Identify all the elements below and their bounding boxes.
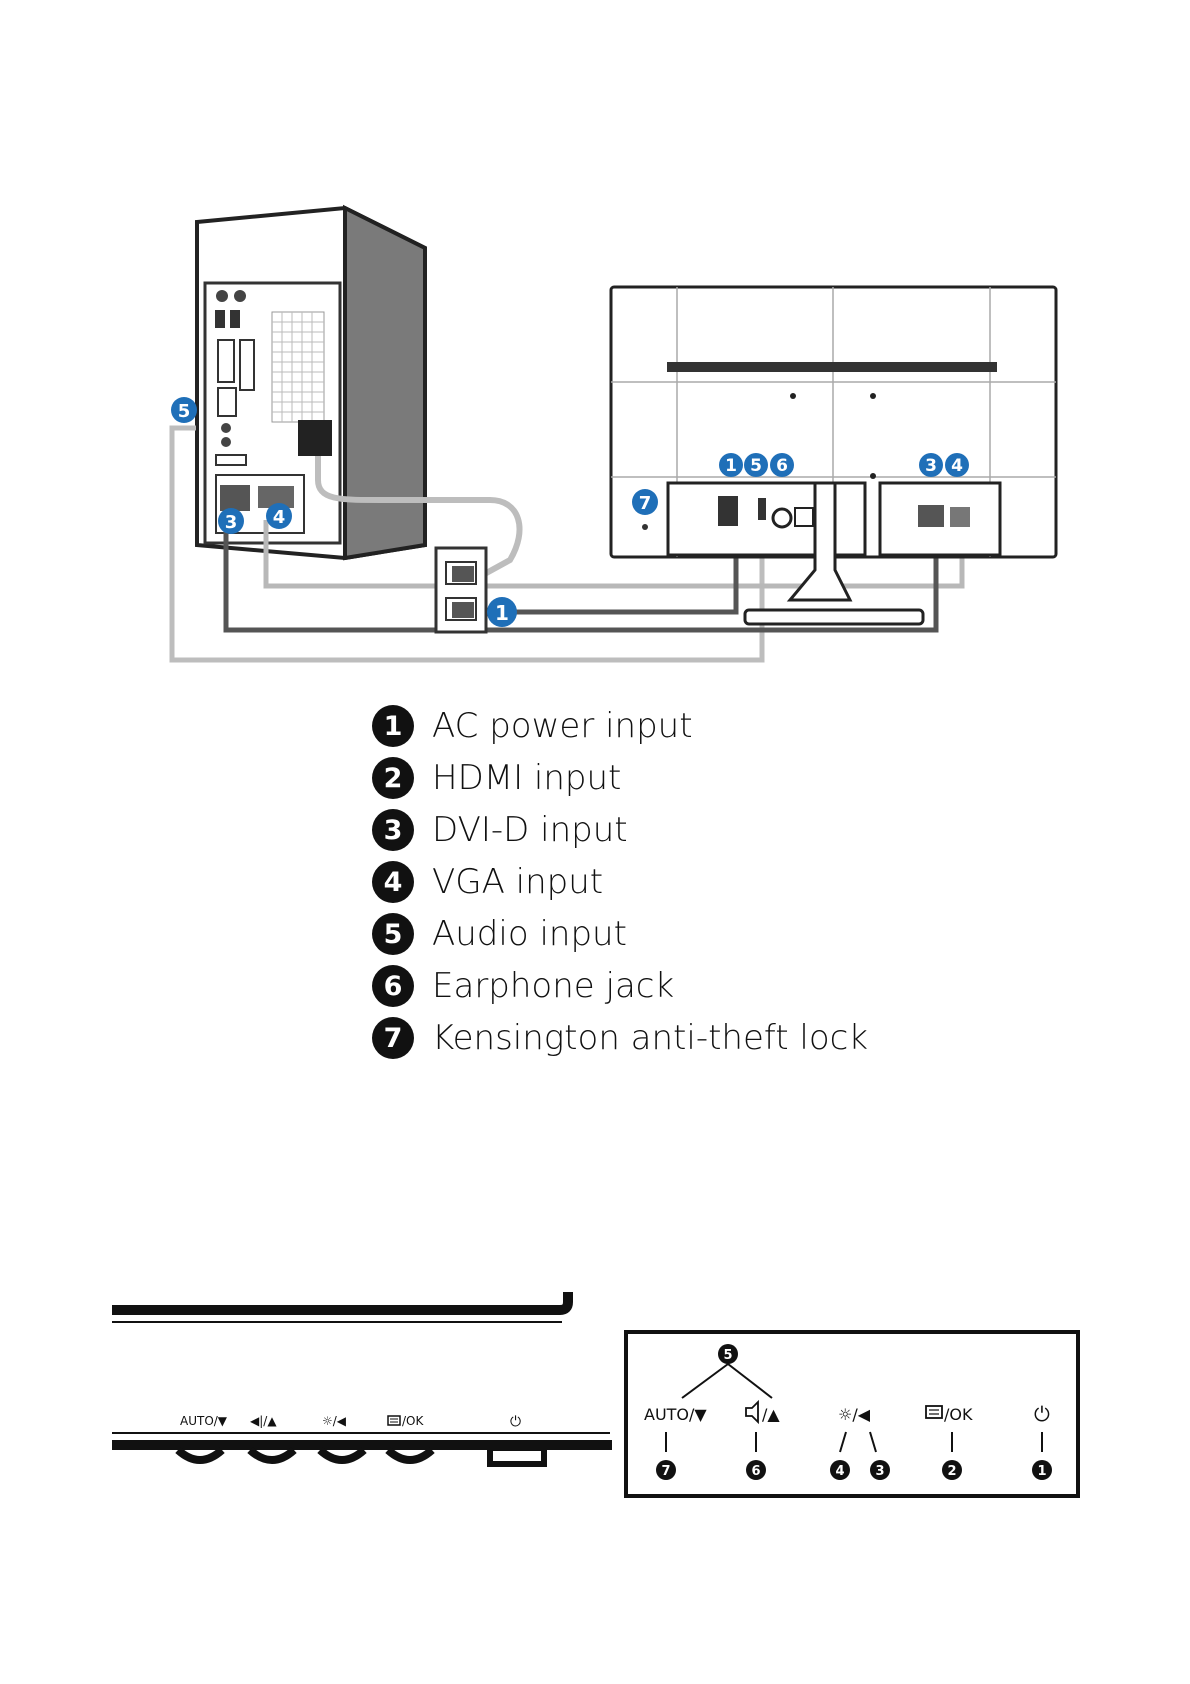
legend-item: 7 Kensington anti-theft lock bbox=[372, 1012, 892, 1064]
panel-top-marker: 5 bbox=[718, 1344, 738, 1364]
bezel-power-icon: ⏻ bbox=[510, 1414, 521, 1430]
legend-label: VGA input bbox=[432, 862, 603, 902]
legend-number-badge: 1 bbox=[372, 705, 414, 747]
legend-label: DVI-D input bbox=[432, 810, 628, 850]
callout-monitor-power: 1 bbox=[719, 453, 743, 477]
legend-label: AC power input bbox=[432, 706, 693, 746]
panel-brightness-label: ☼/◀ bbox=[838, 1405, 871, 1424]
callout-monitor-dvi: 3 bbox=[919, 453, 943, 477]
pc-tower bbox=[197, 208, 425, 558]
legend-item: 2 HDMI input bbox=[372, 752, 892, 804]
legend-number-badge: 2 bbox=[372, 757, 414, 799]
svg-text:1: 1 bbox=[495, 601, 509, 625]
callout-pc-audio: 5 bbox=[171, 397, 197, 423]
legend-item: 1 AC power input bbox=[372, 700, 892, 752]
bezel-volume-label: ◀|/▲ bbox=[250, 1414, 277, 1428]
panel-menu-label: /OK bbox=[944, 1405, 973, 1424]
connector-legend: 1 AC power input 2 HDMI input 3 DVI-D in… bbox=[372, 700, 892, 1064]
legend-item: 4 VGA input bbox=[372, 856, 892, 908]
callout-monitor-earphone: 6 bbox=[770, 453, 794, 477]
bezel-menu-label: /OK bbox=[402, 1414, 424, 1428]
legend-number-badge: 5 bbox=[372, 913, 414, 955]
legend-item: 5 Audio input bbox=[372, 908, 892, 960]
button-panel-closeup: 5 AUTO/▼ /▲ ☼/◀ /OK ⏻ 7 6 4 3 bbox=[624, 1330, 1084, 1500]
svg-text:4: 4 bbox=[835, 1464, 844, 1479]
callout-monitor-lock: 7 bbox=[632, 489, 658, 515]
svg-text:2: 2 bbox=[947, 1464, 956, 1479]
svg-text:5: 5 bbox=[178, 401, 191, 422]
legend-number-badge: 3 bbox=[372, 809, 414, 851]
svg-text:4: 4 bbox=[273, 507, 286, 528]
svg-text:7: 7 bbox=[639, 493, 652, 514]
svg-text:6: 6 bbox=[751, 1464, 760, 1479]
svg-text:4: 4 bbox=[951, 456, 963, 476]
connection-diagram: 5 3 4 1 1 5 6 3 bbox=[0, 0, 1190, 700]
callout-monitor-vga: 4 bbox=[945, 453, 969, 477]
svg-text:6: 6 bbox=[776, 456, 788, 476]
legend-label: Earphone jack bbox=[432, 966, 674, 1006]
legend-item: 3 DVI-D input bbox=[372, 804, 892, 856]
callout-wall-power: 1 bbox=[487, 597, 517, 627]
svg-text:5: 5 bbox=[750, 456, 762, 476]
callout-monitor-audio: 5 bbox=[744, 453, 768, 477]
bezel-brightness-label: ☼/◀ bbox=[322, 1414, 347, 1428]
svg-text:5: 5 bbox=[723, 1348, 732, 1363]
bezel-auto-label: AUTO/▼ bbox=[180, 1414, 228, 1428]
legend-label: HDMI input bbox=[432, 758, 621, 798]
panel-volume-label: /▲ bbox=[762, 1405, 780, 1424]
wall-outlet bbox=[436, 548, 486, 632]
svg-text:3: 3 bbox=[875, 1464, 884, 1479]
legend-number-badge: 4 bbox=[372, 861, 414, 903]
bezel-menu-icon bbox=[388, 1416, 400, 1425]
callout-pc-vga: 4 bbox=[266, 503, 292, 529]
legend-number-badge: 7 bbox=[372, 1017, 414, 1059]
svg-text:3: 3 bbox=[225, 512, 238, 533]
svg-text:3: 3 bbox=[925, 456, 937, 476]
bezel-side-view: AUTO/▼ ◀|/▲ ☼/◀ /OK ⏻ bbox=[100, 1290, 620, 1490]
monitor-rear bbox=[611, 287, 1056, 624]
svg-text:7: 7 bbox=[661, 1464, 670, 1479]
svg-text:1: 1 bbox=[725, 456, 737, 476]
legend-number-badge: 6 bbox=[372, 965, 414, 1007]
legend-label: Audio input bbox=[432, 914, 627, 954]
svg-text:1: 1 bbox=[1037, 1464, 1046, 1479]
panel-auto-label: AUTO/▼ bbox=[644, 1405, 707, 1424]
legend-item: 6 Earphone jack bbox=[372, 960, 892, 1012]
callout-pc-dvi: 3 bbox=[218, 508, 244, 534]
legend-label: Kensington anti-theft lock bbox=[432, 1018, 868, 1058]
panel-power-icon: ⏻ bbox=[1034, 1402, 1050, 1426]
